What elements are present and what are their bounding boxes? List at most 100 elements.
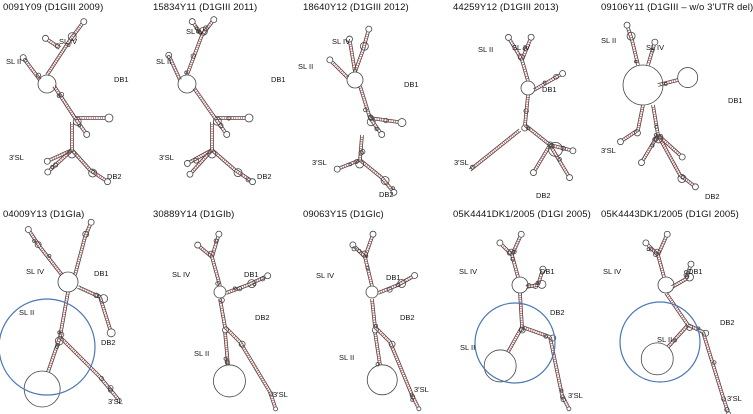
helix-stem [656,236,668,256]
region-label: DB1 [271,75,286,84]
bulge-loop [506,250,512,256]
helix-stem [210,122,214,150]
hairpin-loop [505,34,512,41]
hairpin-loop [623,21,631,29]
helix-stem [520,59,530,82]
bulge-loop [47,253,52,258]
bulge-loop [364,254,369,258]
hairpin-loop [678,153,686,161]
helix-stem [533,144,552,171]
hairpin-loop [80,18,88,26]
region-label: SL II [657,335,672,344]
region-label: 3'SL [727,394,742,403]
helix-stem [358,85,372,119]
bulge-loop [409,393,414,398]
bulge-loop [519,326,525,332]
hairpin-loop [397,118,407,127]
region-label: SL IV [512,43,530,52]
bulge-loop [107,385,114,391]
region-label: SL IV [186,27,204,36]
panel-title: 44259Y12 (D1GIII 2013) [453,2,559,13]
bulge-loop [553,73,559,80]
region-label: SL IV [603,267,621,276]
hairpin-loop [186,170,194,178]
bulge-loop [653,251,659,258]
bulge-loop [32,239,36,243]
bulge-loop [93,292,100,299]
hairpin-loop [83,131,91,138]
bulge-loop [223,356,228,361]
bulge-loop [712,360,717,365]
bulge-loop [245,177,251,183]
region-label: DB1 [404,80,419,89]
bulge-loop [215,281,220,286]
region-label: DB1 [688,267,703,276]
hairpin-loop [67,149,77,159]
helix-stem [721,396,730,413]
region-label: DB2 [705,192,720,201]
hairpin-loop [721,396,726,402]
multibranch-loop [57,271,79,293]
helix-stem [238,341,272,393]
hairpin-loop [496,239,504,247]
helix-stem [380,176,394,192]
bulge-loop [351,246,357,252]
region-label: SL II [19,308,34,317]
region-label: 3'SL [9,153,24,162]
panel-title: 09063Y15 (D1GIc) [303,209,384,220]
bulge-loop [203,25,209,31]
helix-stem [268,391,277,408]
helix-stem [223,331,230,366]
helix-stem [358,134,364,161]
bulge-loop [654,124,659,129]
helix-stem [687,323,704,334]
hairpin-loop [44,168,52,176]
bulge-loop [184,70,189,75]
region-label: DB1 [94,269,109,278]
helix-stem [185,34,204,76]
region-label: DB2 [720,318,735,327]
multibranch-loop [346,71,364,89]
helix-stem [636,104,645,131]
helix-stem [73,236,87,276]
helix-stem [58,335,102,379]
region-label: SL II [156,57,171,66]
hairpin-loop [273,406,279,412]
helix-stem [377,283,399,295]
helix-stem [506,326,524,353]
panel-title: 0091Y09 (D1GIII 2009) [3,2,104,13]
helix-stem [666,323,690,349]
highlight-circle [474,302,556,384]
hairpin-loop [539,265,547,273]
hairpin-loop [634,129,641,137]
hairpin-loop [369,230,377,238]
bulge-loop [548,143,555,149]
bulge-loop [190,53,196,59]
region-label: 3'SL [273,390,288,399]
region-label: SL IV [172,270,190,279]
bulge-loop [53,162,59,168]
bulge-loop [56,93,61,98]
helix-stem [671,277,687,289]
helix-stem [468,128,522,172]
bulge-loop [523,108,529,114]
helix-stem [656,254,666,278]
bulge-loop [526,283,532,289]
helix-stem [234,168,251,182]
helix-stem [363,256,374,287]
multibranch-loop [213,285,227,299]
bulge-loop [23,57,28,63]
region-label: DB1 [244,270,259,279]
helix-stem [523,94,530,126]
helix-stem [225,283,249,295]
bulge-loop [218,122,224,129]
helix-stem [510,254,520,278]
hairpin-loop [483,349,517,383]
bulge-loop [673,338,677,343]
helix-stem [45,39,72,76]
